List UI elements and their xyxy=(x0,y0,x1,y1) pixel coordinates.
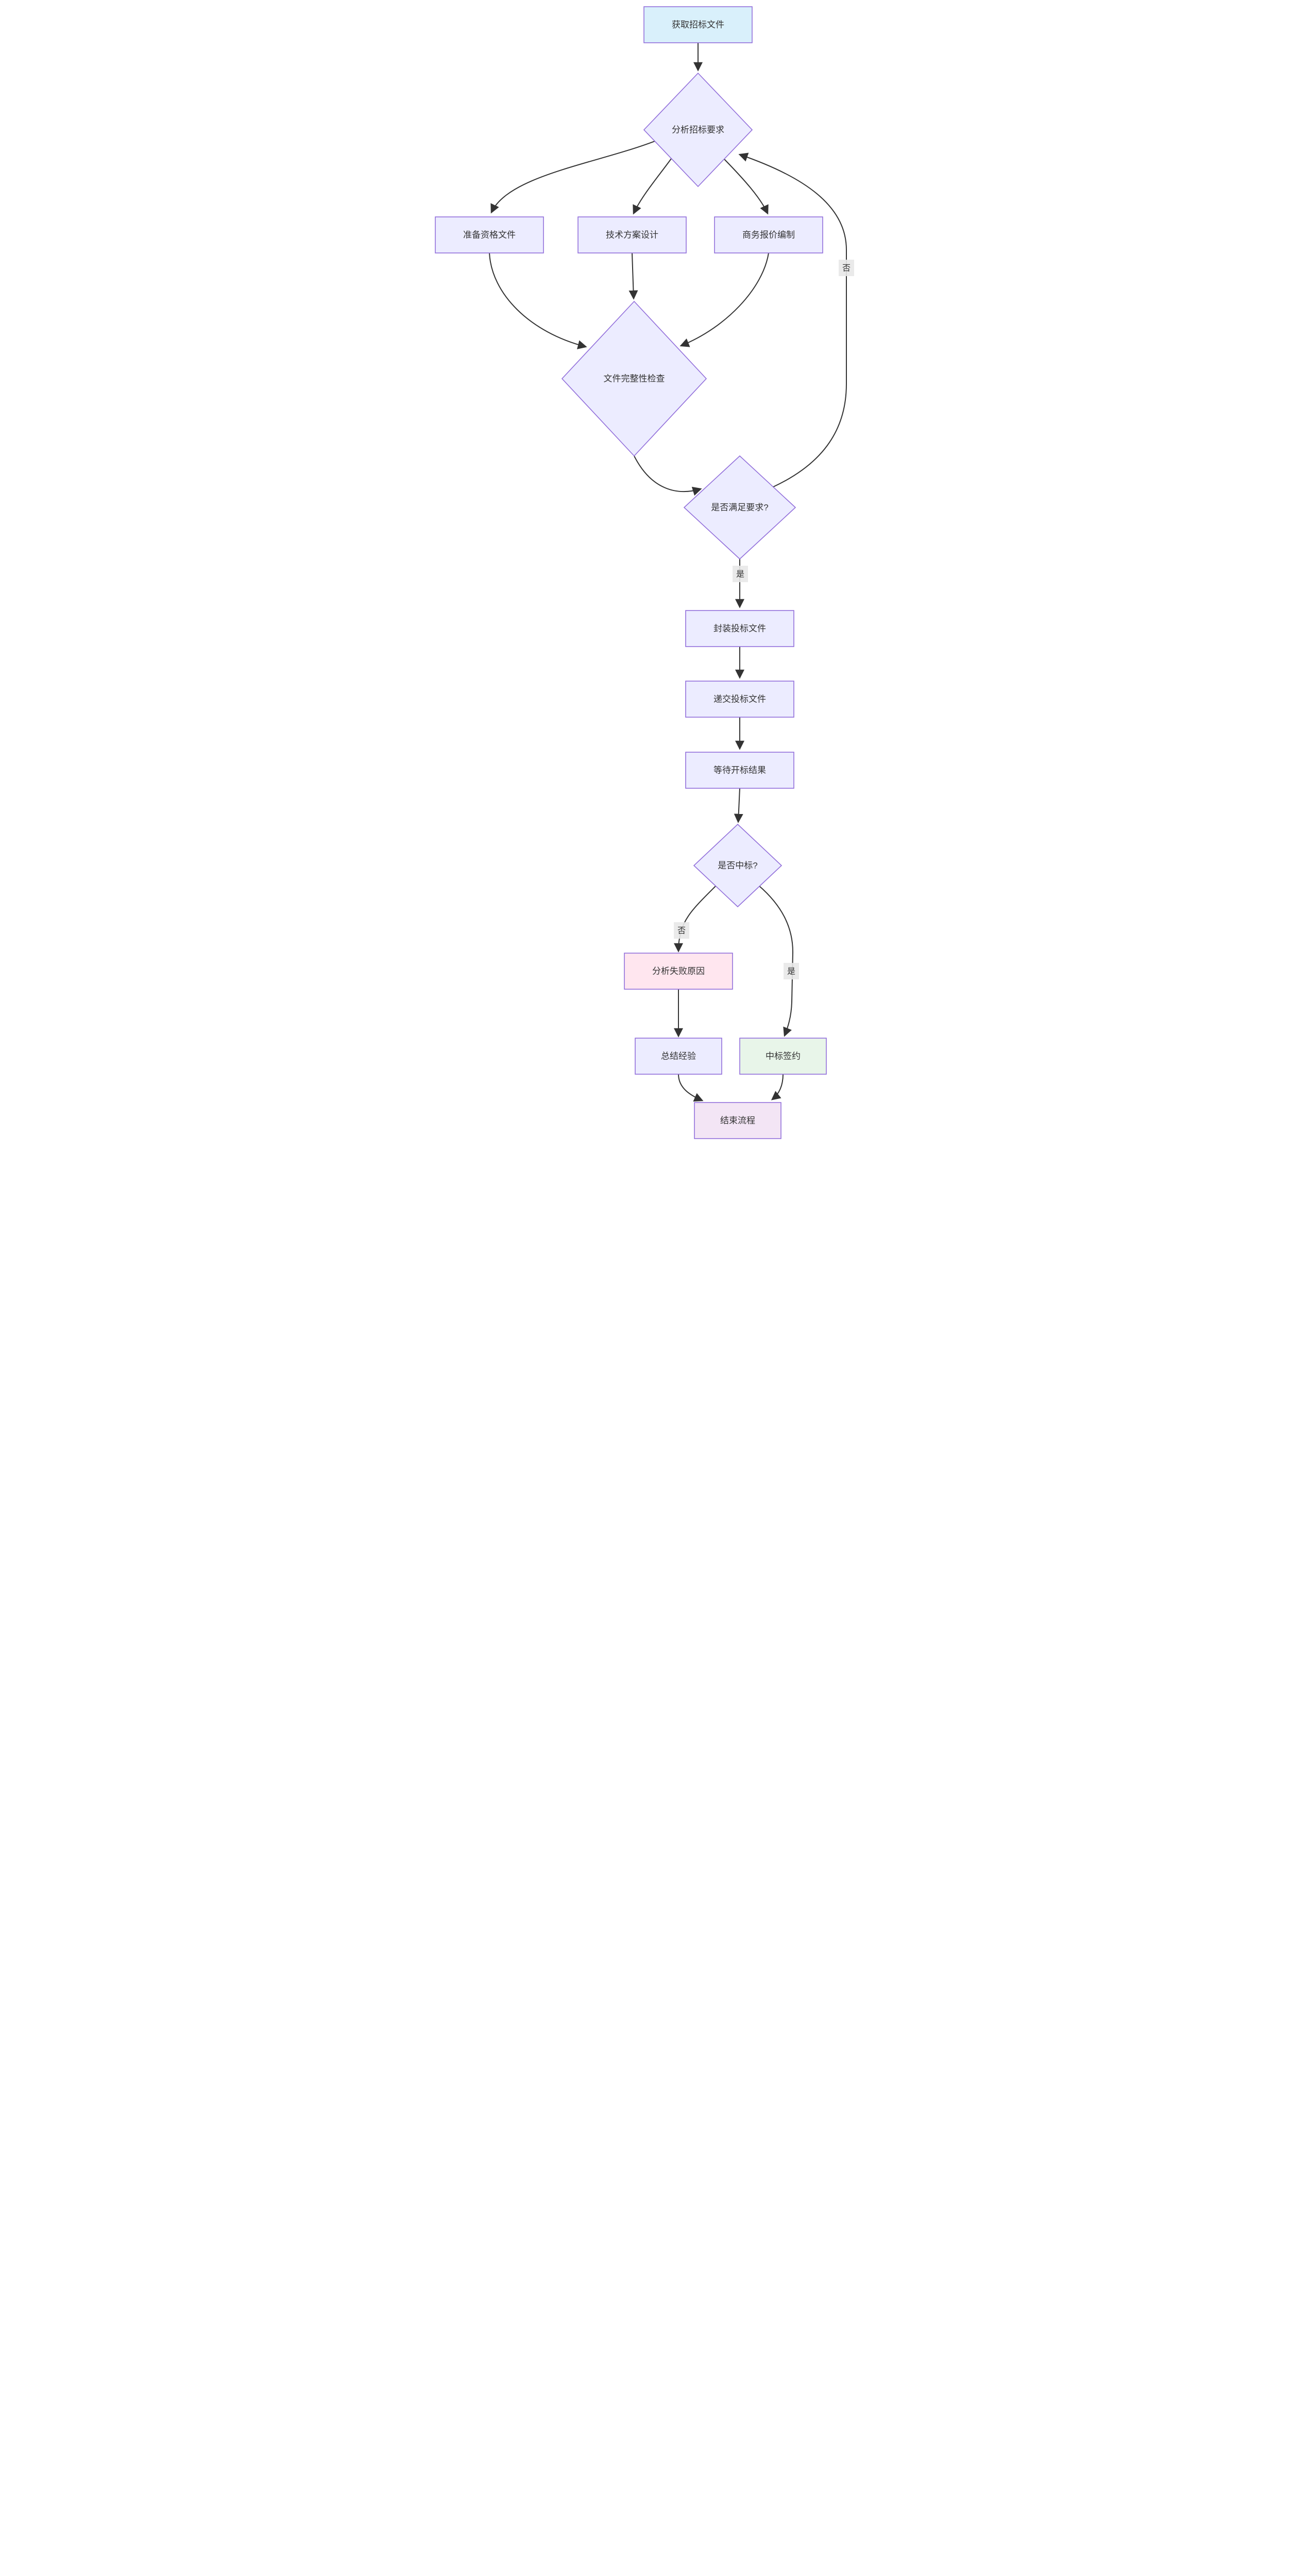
node-submit-box xyxy=(685,681,794,718)
edge-label-yes-win: 是 xyxy=(784,963,799,979)
edges-layer xyxy=(489,43,847,1102)
node-meet-requirements-label: 是否满足要求? xyxy=(711,503,768,513)
edge-label-bg xyxy=(839,260,854,276)
node-start-box xyxy=(643,6,753,43)
edge-label-text: 是 xyxy=(787,968,795,976)
edge-label-bg xyxy=(784,963,799,979)
edge-labels-layer: 否 是 否 是 xyxy=(674,260,854,979)
edge-analyze-tech-design xyxy=(633,158,672,215)
node-tech-design-label: 技术方案设计 xyxy=(606,230,658,240)
node-quote: 商务报价编制 xyxy=(714,216,823,253)
edge-label-text: 是 xyxy=(736,570,744,579)
node-win: 是否中标? xyxy=(693,823,783,908)
edge-label-text: 否 xyxy=(842,264,851,273)
node-wait-result: 等待开标结果 xyxy=(685,752,794,789)
nodes-layer: 获取招标文件 分析招标要求 准备资格文件 技术方案设计 商务报价编制 文件完整性… xyxy=(435,6,827,1139)
node-prepare-qualification-box xyxy=(435,216,544,253)
node-completeness-check: 文件完整性检查 xyxy=(561,300,707,457)
edge-label-no-win: 否 xyxy=(674,922,689,939)
node-package-box xyxy=(685,610,794,647)
edge-prepare-qualification-completeness-check xyxy=(489,252,587,349)
node-end: 结束流程 xyxy=(694,1102,781,1139)
node-sign-label: 中标签约 xyxy=(766,1052,801,1061)
edge-label-no-loop: 否 xyxy=(839,260,854,276)
edge-win-analyze-failure-no xyxy=(674,886,716,953)
edge-meet-requirements-analyze-no-loop xyxy=(738,152,847,487)
node-quote-label: 商务报价编制 xyxy=(742,230,795,240)
edge-quote-completeness-check xyxy=(679,252,769,347)
node-analyze: 分析招标要求 xyxy=(643,72,753,188)
edge-label-text: 否 xyxy=(677,927,686,936)
edge-analyze-prepare-qualification xyxy=(490,141,655,214)
edge-tech-design-completeness-check xyxy=(628,252,638,300)
node-completeness-check-diamond xyxy=(561,300,707,457)
node-analyze-label: 分析招标要求 xyxy=(672,125,724,135)
node-sign: 中标签约 xyxy=(739,1038,827,1075)
edge-label-bg xyxy=(733,566,748,582)
node-prepare-qualification-label: 准备资格文件 xyxy=(463,230,516,240)
edge-label-yes-meet: 是 xyxy=(733,566,748,582)
node-analyze-failure: 分析失败原因 xyxy=(624,953,733,990)
node-start-label: 获取招标文件 xyxy=(672,20,724,30)
node-analyze-failure-label: 分析失败原因 xyxy=(652,967,705,976)
node-wait-result-box xyxy=(685,752,794,789)
edge-completeness-check-meet-requirements xyxy=(634,455,702,496)
node-end-label: 结束流程 xyxy=(720,1116,755,1126)
node-analyze-failure-box xyxy=(624,953,733,990)
edge-win-sign-yes xyxy=(758,885,794,1037)
edge-summarize-end xyxy=(678,1074,704,1102)
node-win-diamond xyxy=(693,823,783,908)
node-meet-requirements-diamond xyxy=(683,455,796,560)
node-package: 封装投标文件 xyxy=(685,610,794,647)
edge-sign-end xyxy=(771,1074,784,1100)
node-tech-design-box xyxy=(577,216,687,253)
node-end-box xyxy=(694,1102,781,1139)
node-tech-design: 技术方案设计 xyxy=(577,216,687,253)
flowchart-canvas: 否 是 否 是 获取招标文件 分析招标要求 准备资格文件 xyxy=(431,0,861,1150)
node-quote-box xyxy=(714,216,823,253)
node-summarize: 总结经验 xyxy=(635,1038,722,1075)
node-completeness-check-label: 文件完整性检查 xyxy=(604,374,665,384)
node-start: 获取招标文件 xyxy=(643,6,753,43)
node-wait-result-label: 等待开标结果 xyxy=(713,766,766,775)
node-summarize-label: 总结经验 xyxy=(661,1052,696,1061)
bidding-process-flowchart: 否 是 否 是 获取招标文件 分析招标要求 准备资格文件 xyxy=(435,6,854,1139)
node-sign-box xyxy=(739,1038,827,1075)
node-submit: 递交投标文件 xyxy=(685,681,794,718)
node-summarize-box xyxy=(635,1038,722,1075)
node-analyze-diamond xyxy=(643,72,753,188)
node-prepare-qualification: 准备资格文件 xyxy=(435,216,544,253)
node-win-label: 是否中标? xyxy=(718,861,757,871)
node-package-label: 封装投标文件 xyxy=(713,624,766,634)
node-submit-label: 递交投标文件 xyxy=(713,694,766,704)
node-meet-requirements: 是否满足要求? xyxy=(683,455,796,560)
edge-wait-result-win xyxy=(734,788,743,823)
edge-label-bg xyxy=(674,922,689,939)
edge-analyze-quote xyxy=(724,159,769,215)
